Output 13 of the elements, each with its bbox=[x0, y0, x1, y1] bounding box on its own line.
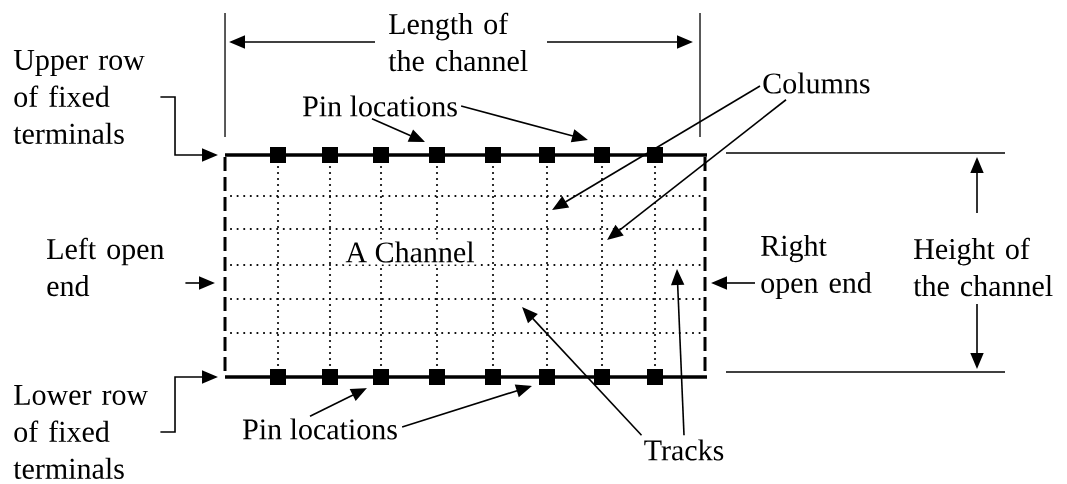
callout-text: Left open end bbox=[47, 237, 165, 297]
dimension-label: Height of the channel bbox=[913, 237, 1053, 297]
leader-line bbox=[607, 98, 787, 240]
channel-label: A Channel bbox=[343, 239, 477, 265]
dimension-label: Length of the channel bbox=[388, 12, 528, 72]
callout-text: Lower row of fixed terminals bbox=[13, 385, 149, 479]
callout-text: Pin locations bbox=[242, 418, 397, 440]
callout-text: Right open end bbox=[761, 234, 872, 300]
callout-text: Tracks bbox=[644, 439, 724, 461]
leader-line bbox=[522, 307, 643, 437]
callout-text: Pin locations bbox=[302, 95, 457, 117]
callout-text: Columns bbox=[763, 72, 870, 94]
callout-text: Upper row of fixed terminals bbox=[13, 50, 145, 144]
